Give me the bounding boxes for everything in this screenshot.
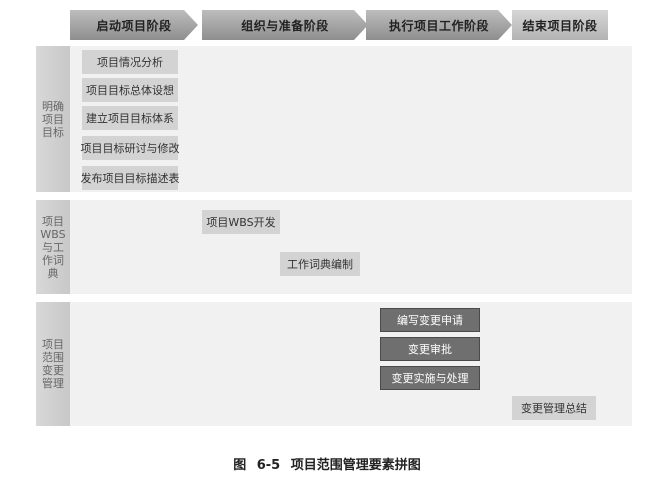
row-label-change: 项目范围变更管理 bbox=[36, 302, 70, 426]
phase-4: 结束项目阶段 bbox=[512, 10, 608, 40]
item-goal-review: 项目目标研讨与修改 bbox=[81, 136, 180, 160]
row-label-text: 项目范围变更管理 bbox=[42, 338, 64, 390]
row-label-text: 项目WBS与工作词典 bbox=[40, 214, 66, 280]
item-goal-system: 建立项目目标体系 bbox=[82, 106, 178, 130]
row-label-objectives: 明确项目目标 bbox=[36, 46, 70, 192]
figure-caption: 图 6-5 项目范围管理要素拼图 bbox=[233, 458, 421, 473]
phase-1: 启动项目阶段 bbox=[70, 10, 198, 40]
item-change-implement: 变更实施与处理 bbox=[380, 366, 480, 390]
row-label-text: 明确项目目标 bbox=[42, 99, 64, 139]
item-change-summary: 变更管理总结 bbox=[512, 396, 596, 420]
item-wbs-dev: 项目WBS开发 bbox=[202, 210, 280, 234]
item-dictionary: 工作词典编制 bbox=[280, 252, 360, 276]
item-change-request: 编写变更申请 bbox=[380, 308, 480, 332]
item-goal-publish: 发布项目目标描述表 bbox=[81, 166, 180, 190]
phase-3: 执行项目工作阶段 bbox=[366, 10, 512, 40]
item-change-approval: 变更审批 bbox=[380, 337, 480, 361]
row-label-wbs: 项目WBS与工作词典 bbox=[36, 200, 70, 294]
row-area-wbs bbox=[70, 200, 632, 294]
phase-2: 组织与准备阶段 bbox=[202, 10, 368, 40]
item-goal-concept: 项目目标总体设想 bbox=[82, 78, 178, 102]
item-project-analysis: 项目情况分析 bbox=[82, 50, 178, 74]
